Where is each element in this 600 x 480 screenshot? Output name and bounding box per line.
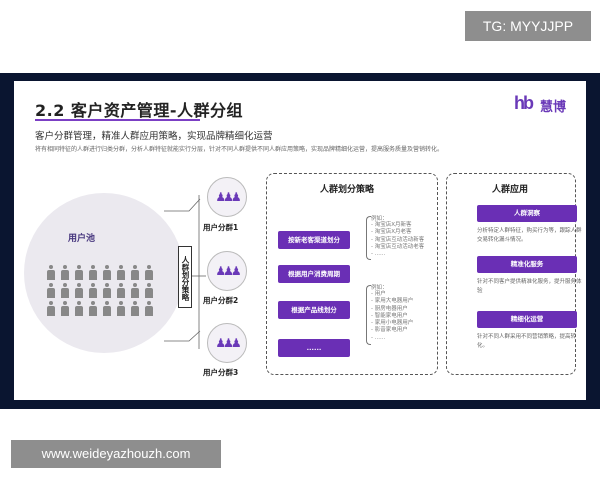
person-icon (60, 283, 70, 298)
connector-line-3 (164, 330, 201, 342)
application-text-service: 针对不同客户提供精准化服务，提升服务体验 (477, 279, 582, 294)
example-2-item: 影音家电用户 (371, 327, 413, 334)
example-2-item: ...... (371, 335, 413, 342)
group-2-label: 用户分群2 (203, 296, 239, 305)
split-strategy-label: 人群划分策略 (178, 246, 192, 308)
example-1-item: 淘宝店互动活动新客 (371, 237, 425, 244)
person-icon (88, 301, 98, 316)
person-icon (116, 283, 126, 298)
group-3-label: 用户分群3 (203, 368, 239, 377)
person-icon (130, 265, 140, 280)
page-title: 2.2 客户资产管理-人群分组 (35, 101, 244, 120)
example-2-item: 智能家电用户 (371, 313, 413, 320)
example-2-item: 家用小电器用户 (371, 320, 414, 327)
person-icon (144, 265, 154, 280)
example-2-list: 用户 家用大电器用户 厨房电器用户 智能家电用户 家用小电器用户 影音家电用户 … (371, 291, 414, 342)
person-icon (88, 283, 98, 298)
example-2-item: 厨房电器用户 (371, 306, 413, 313)
strategy-button-3[interactable]: 根据产品线划分 (278, 301, 350, 319)
person-icon (102, 301, 112, 316)
strategy-button-4[interactable]: ...... (278, 339, 350, 357)
logo-text: 慧博 (540, 100, 567, 115)
application-text-insight: 分析特定人群特征，购买行为等，跟踪人群交易转化漏斗情况。 (477, 228, 582, 243)
slide: 2.2 客户资产管理-人群分组 客户分群管理，精准人群应用策略，实现品牌精细化运… (14, 81, 586, 400)
strategy-button-1[interactable]: 按新老客渠道划分 (278, 231, 350, 249)
title-underline (35, 119, 200, 121)
application-button-operation[interactable]: 精细化运营 (477, 311, 577, 328)
person-icon (130, 283, 140, 298)
person-icon (144, 283, 154, 298)
example-1-brace (366, 216, 371, 260)
page-description: 将有相同特征的人群进行归类分群，分析人群特征就能实行分层，针对不同人群提供不同人… (35, 146, 444, 153)
page-subtitle: 客户分群管理，精准人群应用策略，实现品牌精细化运营 (35, 131, 273, 142)
strategy-button-2[interactable]: 根据用户消费周期 (278, 265, 350, 283)
group-1-icon: ♟♟♟ (207, 177, 247, 217)
example-1-item: 淘宝店互动活动老客 (371, 244, 425, 251)
group-3-icon: ♟♟♟ (207, 323, 247, 363)
example-2-item: 家用大电器用户 (371, 298, 414, 305)
connector-line-1 (164, 198, 201, 212)
connector-lines (164, 195, 206, 349)
person-icon (46, 301, 56, 316)
watermark-bottom: www.weideyazhouzh.com (11, 440, 221, 468)
user-pool-circle: 用户池 (24, 193, 184, 353)
application-button-insight[interactable]: 人群洞察 (477, 205, 577, 222)
person-icon (88, 265, 98, 280)
person-icon (116, 265, 126, 280)
person-icon (60, 265, 70, 280)
example-1-list: 淘宝店X月新客 淘宝店X月老客 淘宝店互动活动新客 淘宝店互动活动老客 ....… (371, 222, 425, 258)
person-icon (144, 301, 154, 316)
example-1-item: 淘宝店X月老客 (371, 229, 424, 236)
example-2-title: 例如： (371, 285, 388, 291)
group-1-label: 用户分群1 (203, 223, 239, 232)
person-icon (46, 283, 56, 298)
person-icon (74, 265, 84, 280)
person-icon (130, 301, 140, 316)
example-1-item: ...... (371, 251, 424, 258)
strategy-panel-title: 人群划分策略 (320, 185, 375, 195)
person-icon (116, 301, 126, 316)
application-text-operation: 针对不同人群采用不同营销策略，提高转化。 (477, 334, 577, 349)
group-2-icon: ♟♟♟ (207, 251, 247, 291)
user-pool-label: 用户池 (68, 234, 96, 244)
person-icon (46, 265, 56, 280)
example-2-item: 用户 (371, 291, 413, 298)
brand-logo: hb 慧博 (514, 93, 576, 115)
person-icon (102, 265, 112, 280)
application-panel-title: 人群应用 (492, 185, 529, 195)
person-icon (60, 301, 70, 316)
example-1-item: 淘宝店X月新客 (371, 222, 424, 229)
person-icon (74, 283, 84, 298)
user-pool-people (46, 265, 166, 316)
example-2-brace (366, 285, 371, 345)
example-1-title: 例如： (371, 216, 388, 222)
person-icon (102, 283, 112, 298)
logo-mark-icon: hb (514, 93, 534, 113)
application-button-service[interactable]: 精准化服务 (477, 256, 577, 273)
person-icon (74, 301, 84, 316)
watermark-top: TG: MYYJJPP (465, 11, 591, 41)
